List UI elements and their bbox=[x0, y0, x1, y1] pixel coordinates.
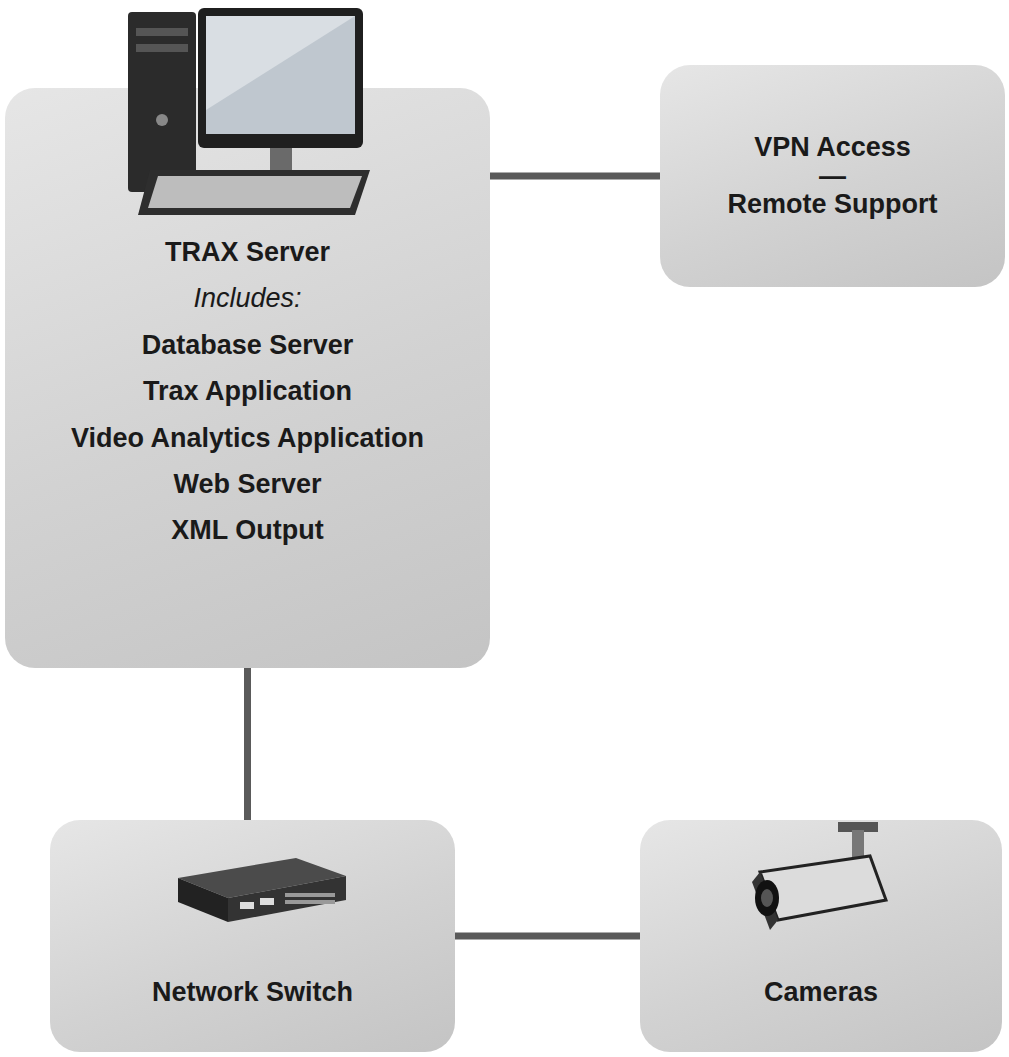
node-title: Network Switch bbox=[152, 976, 353, 1008]
node-title: VPN Access bbox=[754, 131, 911, 163]
node-text: XML Output bbox=[171, 514, 323, 546]
node-text: Includes: bbox=[193, 282, 301, 314]
node-text: Trax Application bbox=[143, 375, 352, 407]
node-text: Video Analytics Application bbox=[71, 422, 424, 454]
computer-illustration bbox=[128, 8, 370, 215]
device-box: Network Switch bbox=[50, 820, 455, 1052]
connector-line bbox=[244, 668, 251, 820]
node-text: — bbox=[819, 164, 846, 188]
node-title: TRAX Server bbox=[165, 236, 330, 268]
device-box: Cameras bbox=[640, 820, 1002, 1052]
connector-line bbox=[490, 173, 660, 180]
node-text: Database Server bbox=[142, 329, 354, 361]
service-box: VPN Access—Remote Support bbox=[660, 65, 1005, 287]
node-text: Remote Support bbox=[727, 188, 937, 220]
node-text: Web Server bbox=[173, 468, 321, 500]
connector-line bbox=[455, 933, 640, 940]
camera-icon bbox=[752, 822, 886, 930]
node-title: Cameras bbox=[764, 976, 878, 1008]
switch-icon bbox=[178, 858, 346, 922]
